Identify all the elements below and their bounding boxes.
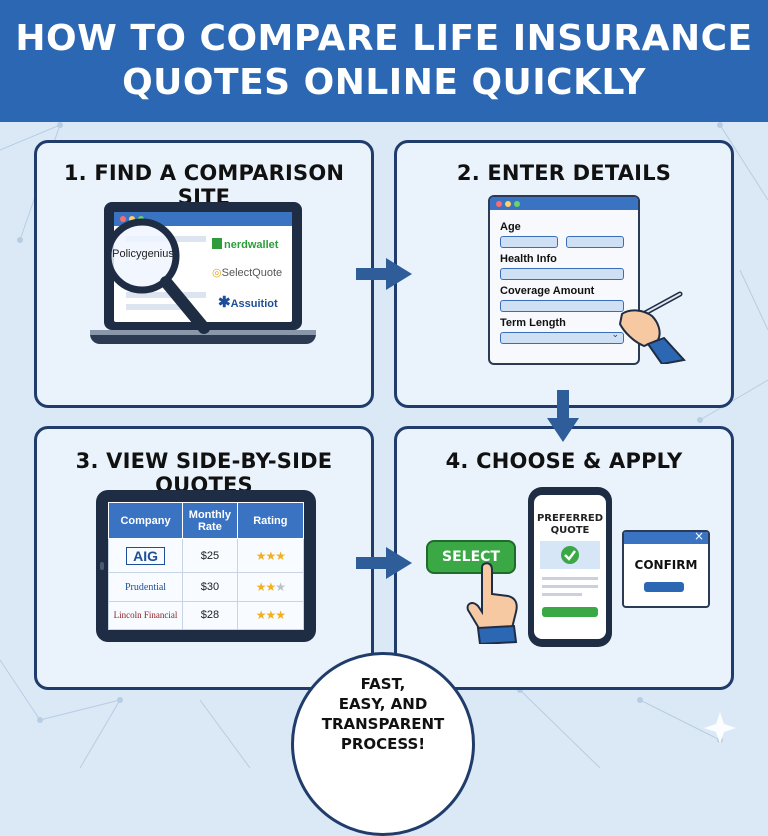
hand-writing-icon: [618, 291, 686, 364]
apply-bar[interactable]: [542, 607, 598, 617]
company-logo-prudential: Prudential: [124, 581, 167, 593]
confirm-label: CONFIRM: [634, 558, 698, 572]
brand-nerdwallet: nerdwallet: [212, 238, 278, 251]
phone-icon: PREFERRED QUOTE: [528, 487, 612, 647]
rate-cell: $25: [182, 537, 238, 574]
arrow-right-icon: [356, 547, 412, 579]
column-company: Company: [108, 502, 184, 539]
background-network: [0, 122, 768, 768]
column-rating: Rating: [236, 502, 304, 539]
rating-cell: ★★★: [236, 600, 304, 630]
rate-cell: $28: [182, 600, 238, 630]
column-monthly-rate: Monthly Rate: [182, 502, 238, 539]
title-line-1: HOW TO COMPARE LIFE INSURANCE: [15, 18, 753, 59]
health-info-label: Health Info: [500, 253, 557, 265]
pointing-hand-icon: [466, 562, 518, 644]
rating-cell: ★★★: [236, 537, 304, 574]
phone-heading-1: PREFERRED: [536, 513, 604, 524]
form-title-bar: [490, 197, 638, 210]
age-label: Age: [500, 221, 521, 233]
confirm-title-bar: ×: [624, 532, 708, 544]
health-info-input[interactable]: [500, 268, 624, 280]
magnifier-label: Policygenius: [112, 248, 174, 260]
details-form: Age Health Info Coverage Amount Term Len…: [488, 195, 640, 365]
select-button[interactable]: SELECT: [426, 540, 516, 574]
term-length-select[interactable]: ⌄: [500, 330, 624, 344]
confirm-button[interactable]: [644, 582, 684, 592]
sparkle-icon: [704, 712, 736, 744]
badge-line-1: FAST,: [360, 675, 406, 693]
tablet-icon: Company Monthly Rate Rating AIG $25 ★★★ …: [96, 490, 316, 642]
phone-screen: PREFERRED QUOTE: [534, 495, 606, 639]
checkmark-icon: [561, 546, 579, 564]
close-icon[interactable]: ×: [693, 530, 704, 543]
step-1-panel: 1. FIND A COMPARISON SITE: [34, 140, 374, 408]
company-logo-lincoln: Lincoln Financial: [113, 610, 178, 621]
badge-line-4: PROCESS!: [340, 735, 426, 753]
rate-cell: $30: [182, 572, 238, 602]
confirm-dialog: × CONFIRM: [622, 530, 710, 608]
badge-line-2: EASY, AND: [338, 695, 428, 713]
step-4-title: 4. CHOOSE & APPLY: [445, 449, 683, 473]
table-row[interactable]: AIG $25 ★★★: [108, 537, 304, 574]
age-input[interactable]: [500, 236, 558, 248]
magnifier-icon: [104, 218, 210, 334]
age-input-secondary[interactable]: [566, 236, 624, 248]
coverage-amount-label: Coverage Amount: [500, 285, 595, 297]
chevron-down-icon: ⌄: [611, 330, 619, 340]
title-line-2: QUOTES ONLINE QUICKLY: [122, 62, 646, 103]
phone-heading-2: QUOTE: [550, 525, 590, 536]
step-2-title: 2. ENTER DETAILS: [456, 161, 672, 185]
arrow-down-icon: [547, 390, 579, 442]
quotes-table: Company Monthly Rate Rating AIG $25 ★★★ …: [108, 502, 304, 630]
table-row[interactable]: Prudential $30 ★★★: [108, 572, 304, 602]
quotes-table-screen: Company Monthly Rate Rating AIG $25 ★★★ …: [108, 502, 304, 630]
coverage-amount-input[interactable]: [500, 300, 624, 312]
summary-badge: FAST, EASY, AND TRANSPARENT PROCESS!: [291, 652, 475, 836]
title-banner: HOW TO COMPARE LIFE INSURANCE QUOTES ONL…: [0, 0, 768, 122]
brand-assuitiot: ✱Assuitiot: [218, 294, 278, 311]
rating-cell: ★★★: [236, 572, 304, 602]
badge-line-3: TRANSPARENT: [321, 715, 445, 733]
term-length-label: Term Length: [500, 317, 566, 329]
arrow-right-icon: [356, 258, 412, 290]
company-logo-aig: AIG: [126, 546, 165, 565]
table-row[interactable]: Lincoln Financial $28 ★★★: [108, 600, 304, 630]
brand-selectquote: ◎SelectQuote: [212, 267, 283, 279]
